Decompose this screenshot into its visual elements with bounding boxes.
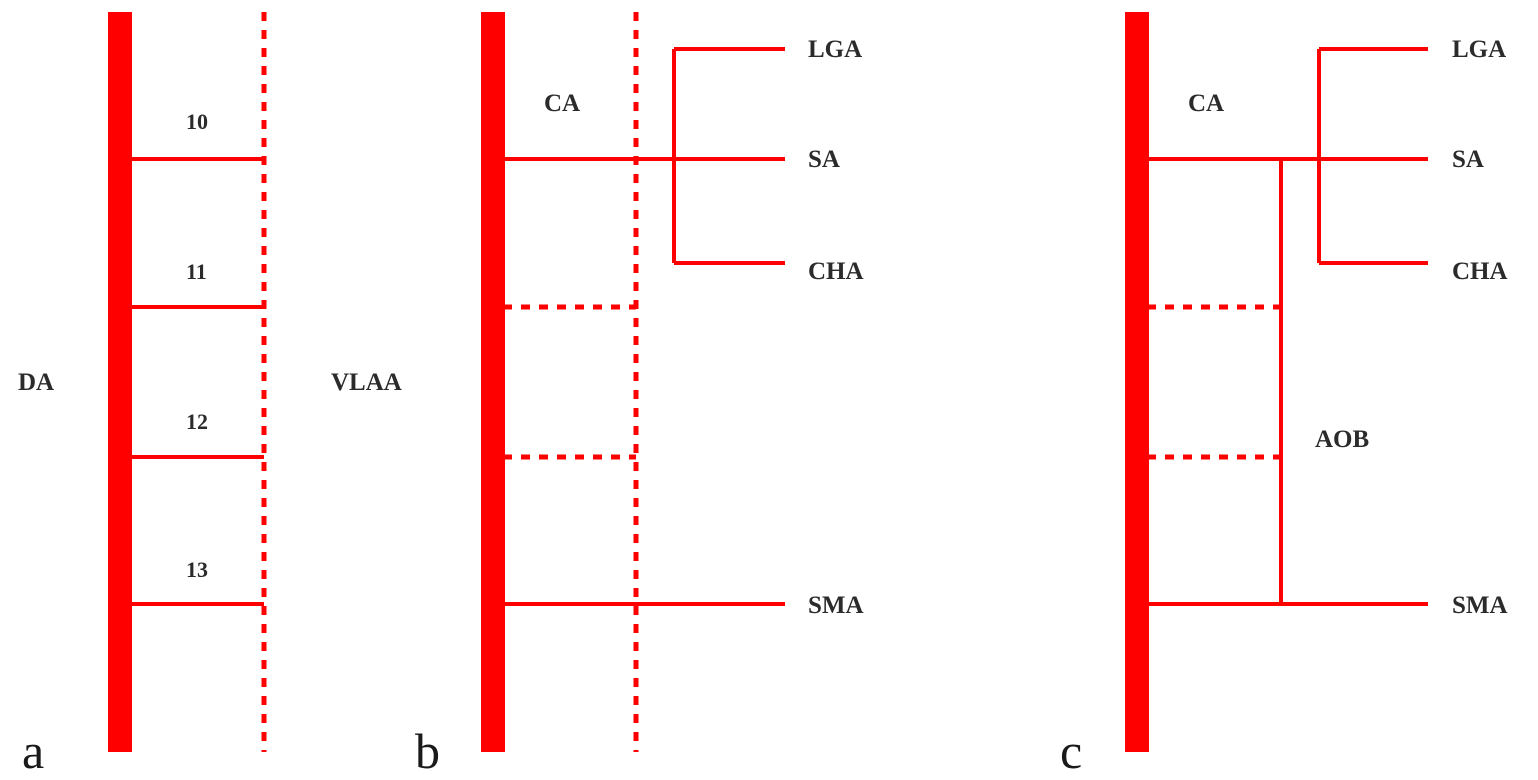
panel-c-sa-label: SA [1452,146,1484,173]
panel-a-branch-label-11: 11 [186,259,207,284]
panel-c [1125,12,1428,752]
panel-a-branch-label-10: 10 [186,109,208,134]
panel-b-lga-label: LGA [808,36,862,63]
panel-b-sma-label: SMA [808,592,864,619]
panel-b-letter: b [415,723,440,779]
panel-c-trunk-label: CA [1188,90,1224,117]
panel-c-sma-label: SMA [1452,592,1508,619]
panel-a [108,12,267,752]
panel-b [481,12,785,752]
panel-c-letter: c [1060,723,1082,779]
panel-c-lga-label: LGA [1452,36,1506,63]
panel-a-branch-label-13: 13 [186,557,208,582]
panel-c-cha-label: CHA [1452,258,1508,285]
panel-a-letter: a [22,723,44,779]
panel-a-main-vessel-label: DA [18,369,54,396]
panel-b-cha-label: CHA [808,258,864,285]
panel-b-sa-label: SA [808,146,840,173]
panel-b-main-vessel-label: VLAA [331,369,402,396]
panel-c-aob-label: AOB [1315,426,1369,453]
panel-a-branch-label-12: 12 [186,409,208,434]
panel-b-trunk-label: CA [544,90,580,117]
